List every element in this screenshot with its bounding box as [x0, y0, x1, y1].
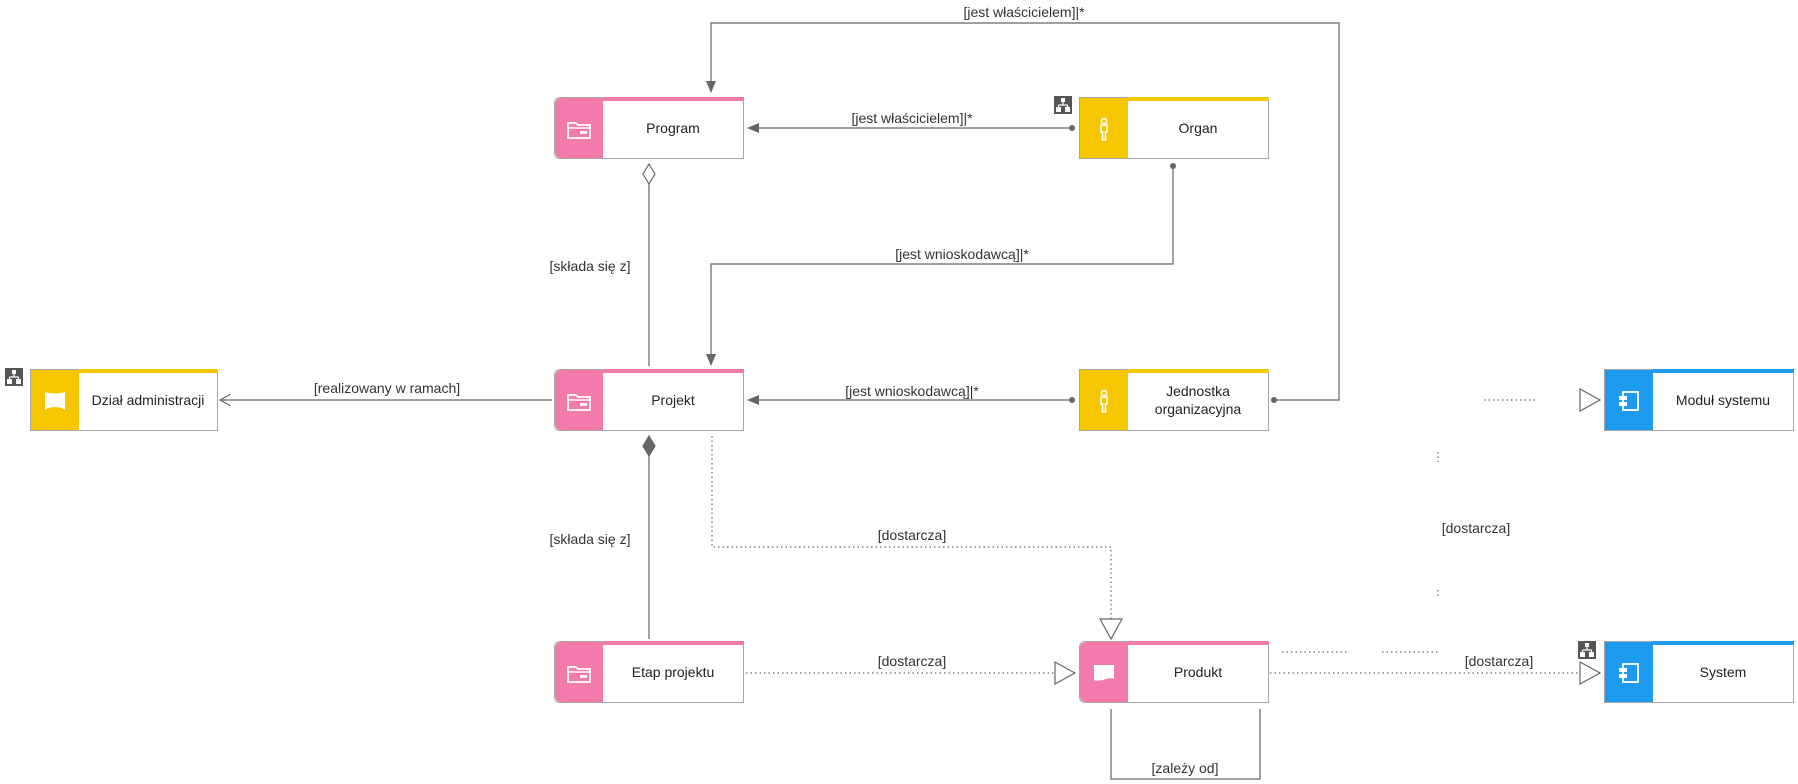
edge-organ-applicant-projekt	[706, 163, 1176, 366]
node-label: Jednostka organizacyjna	[1154, 383, 1242, 417]
component-icon	[1619, 391, 1639, 411]
person-icon	[1100, 117, 1108, 141]
node-label: Produkt	[1173, 664, 1223, 680]
edge-produkt-depends-on	[1110, 709, 1261, 780]
edge-system-delivers-modul	[1437, 399, 1536, 598]
edge-projekt-delivers-produkt	[711, 436, 1111, 639]
edge-label-applicant-unit: [jest wnioskodawcą]|*	[845, 383, 979, 399]
edge-jednostka-owns-program	[706, 22, 1340, 403]
edge-label-delivers-stage: [dostarcza]	[877, 653, 947, 669]
node-produkt[interactable]: Produkt	[1079, 641, 1269, 703]
node-label: Program	[646, 120, 700, 136]
node-label: Dział administracji	[91, 392, 205, 408]
node-dzial[interactable]: Dział administracji	[30, 369, 218, 431]
edge-label-applicant-organ: [jest wnioskodawcą]|*	[895, 246, 1029, 262]
node-label: Projekt	[651, 392, 695, 408]
node-etap[interactable]: Etap projektu	[554, 641, 744, 703]
edge-label-delivers-project: [dostarcza]	[877, 527, 947, 543]
node-organ[interactable]: Organ	[1079, 97, 1269, 159]
node-label: System	[1699, 664, 1747, 680]
hierarchy-icon[interactable]	[1578, 641, 1596, 659]
hierarchy-icon[interactable]	[5, 368, 23, 386]
edge-label-owner-top: [jest właścicielem]|*	[963, 4, 1085, 20]
node-system[interactable]: System	[1604, 641, 1794, 703]
node-program[interactable]: Program	[554, 97, 744, 159]
node-label: Etap projektu	[631, 664, 715, 680]
edge-label-depends-on: [zależy od]	[1151, 760, 1219, 776]
node-jednostka[interactable]: Jednostka organizacyjna	[1079, 369, 1269, 431]
folder-icon	[567, 666, 591, 683]
folder-icon	[567, 394, 591, 411]
edge-label-owner-mid: [jest właścicielem]|*	[851, 110, 973, 126]
folder-icon	[567, 122, 591, 139]
hierarchy-icon[interactable]	[1054, 96, 1072, 114]
node-label: Organ	[1178, 120, 1218, 136]
edge-label-delivers-module: [dostarcza]	[1441, 520, 1511, 536]
node-modul[interactable]: Moduł systemu	[1604, 369, 1794, 431]
edge-label-realized-within: [realizowany w ramach]	[313, 380, 461, 396]
edge-label-consists-program: [składa się z]	[549, 258, 631, 274]
component-icon	[1619, 663, 1639, 683]
node-projekt[interactable]: Projekt	[554, 369, 744, 431]
person-icon	[1100, 389, 1108, 413]
edge-label-consists-project: [składa się z]	[549, 531, 631, 547]
node-label: Moduł systemu	[1675, 392, 1771, 408]
edge-label-delivers-system: [dostarcza]	[1464, 653, 1534, 669]
flag-icon	[45, 392, 65, 410]
document-icon	[1094, 665, 1114, 681]
